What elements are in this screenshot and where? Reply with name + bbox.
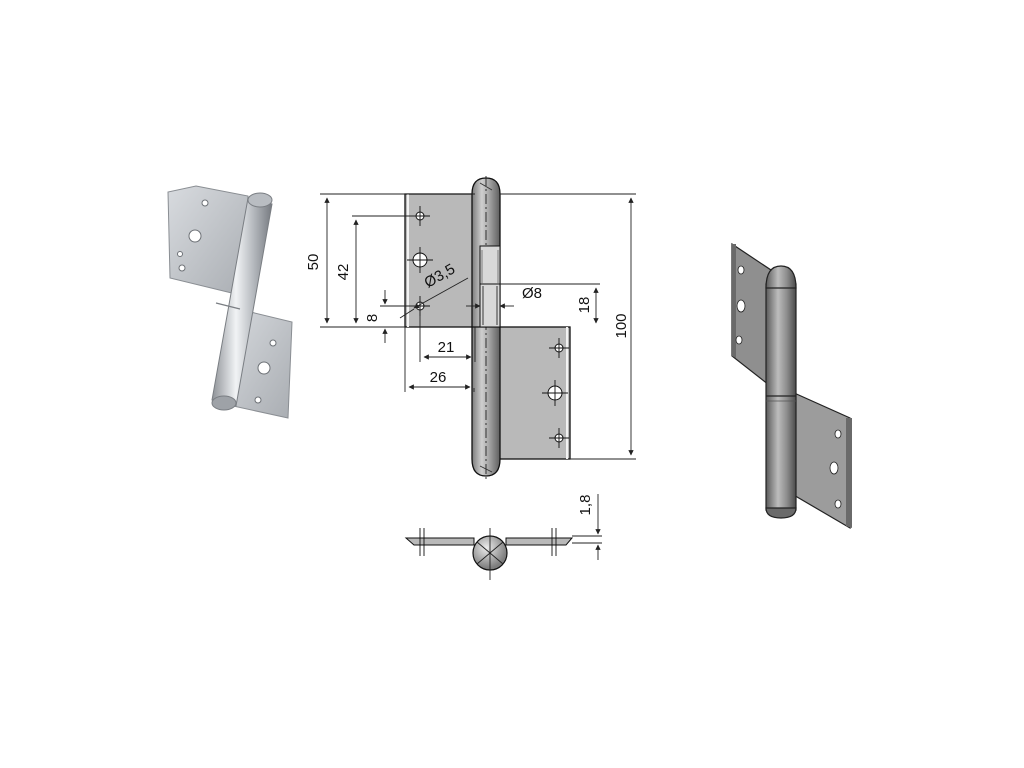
dim-pin-diameter: Ø8 (522, 285, 542, 302)
hole-lower-top (549, 338, 569, 358)
hole-upper-middle (407, 247, 433, 273)
dim-leaf-width: 26 (430, 369, 447, 386)
hinge-front-view (404, 176, 571, 480)
dim-thickness: 1,8 (577, 495, 594, 516)
hole-lower-middle (542, 380, 568, 406)
hole-lower-bottom (549, 428, 569, 448)
hinge-render (731, 242, 852, 530)
dim-hole-span: 42 (335, 264, 352, 281)
dim-hole-offset: 8 (364, 314, 381, 322)
dim-hinge-length: 100 (613, 313, 630, 338)
hinge-end-view (404, 528, 574, 580)
dim-hole-column-offset: 21 (438, 339, 455, 356)
dim-leaf-height: 50 (305, 254, 322, 271)
dimension-lines (320, 193, 636, 560)
dim-pin-length: 18 (576, 297, 593, 314)
hinge-photo (167, 185, 293, 419)
